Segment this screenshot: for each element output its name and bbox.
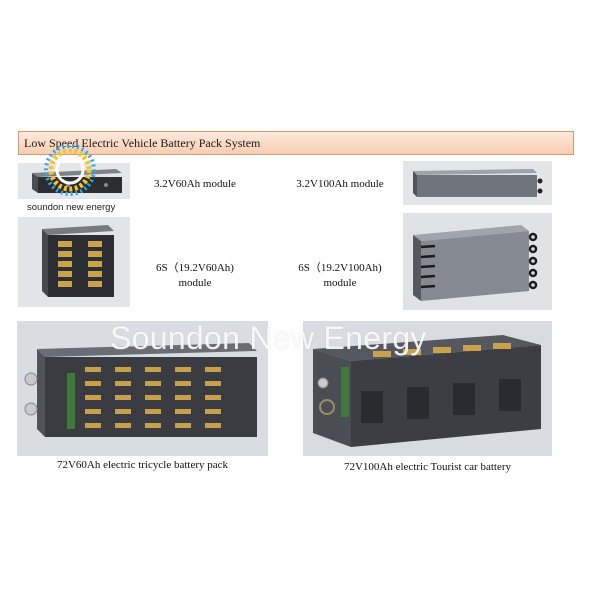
module-6s-60ah-label-line2: module <box>178 277 212 289</box>
module-100ah-label: 3.2V100Ah module <box>296 178 384 190</box>
tricycle-pack-label: 72V60Ah electric tricycle battery pack <box>56 459 229 471</box>
module-6s-100ah-label-line2: module <box>323 277 357 289</box>
company-logo <box>40 140 100 200</box>
module-100ah-image <box>403 161 552 205</box>
logo-text: soundon new energy <box>27 202 116 213</box>
module-6s-60ah-image <box>18 217 130 307</box>
module-6s-100ah-label-line1: 6S（19.2V100Ah) <box>298 262 382 274</box>
module-6s-60ah-label-line1: 6S（19.2V60Ah) <box>156 262 234 274</box>
tourist-car-pack-label: 72V100Ah electric Tourist car battery <box>343 461 512 473</box>
module-6s-100ah-label: 6S（19.2V100Ah) module <box>285 261 395 291</box>
tourist-car-pack-image <box>303 321 552 456</box>
tricycle-pack-image <box>17 321 268 456</box>
watermark: Soundon New Energy <box>110 320 427 356</box>
module-6s-60ah-label: 6S（19.2V60Ah) module <box>145 261 245 291</box>
section-title: Low Speed Electric Vehicle Battery Pack … <box>24 136 261 150</box>
module-6s-100ah-image <box>403 213 552 310</box>
sunflower-logo-icon <box>44 144 96 196</box>
module-60ah-label: 3.2V60Ah module <box>154 178 236 190</box>
section-header: Low Speed Electric Vehicle Battery Pack … <box>18 131 574 155</box>
